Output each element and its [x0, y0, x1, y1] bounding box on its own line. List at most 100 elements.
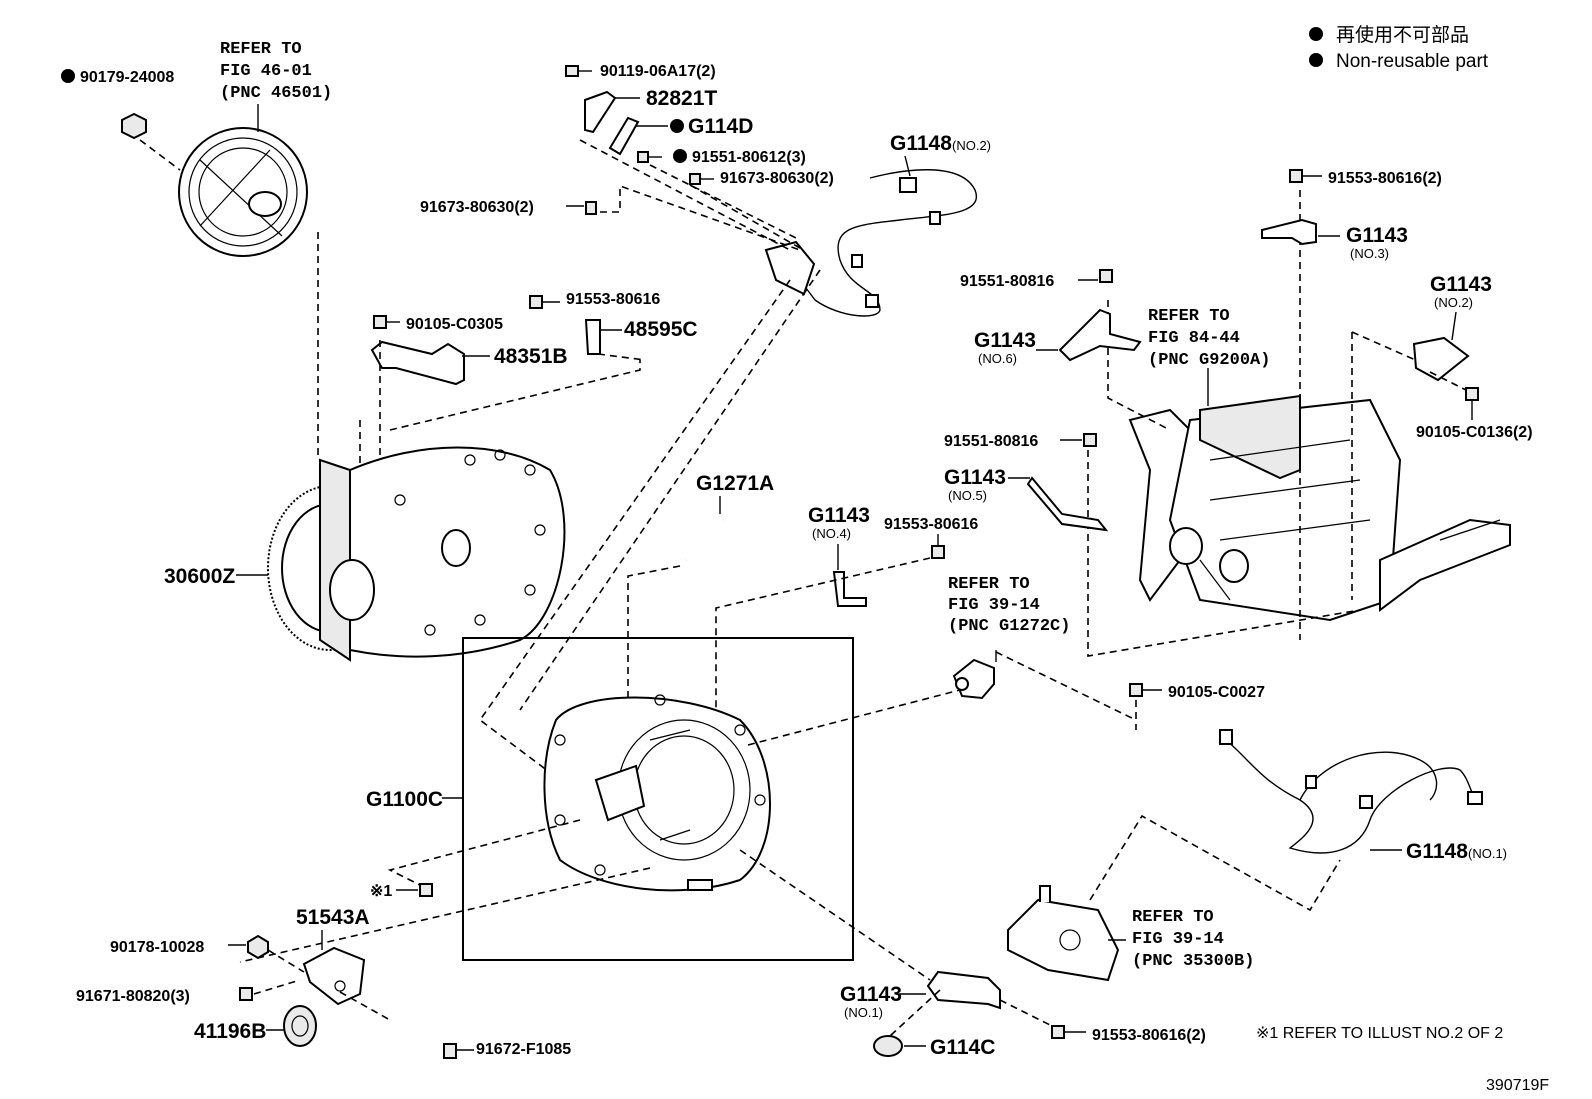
callout-g1143-no4: G1143	[808, 504, 870, 527]
pulley-part[interactable]	[178, 127, 308, 257]
callout-g1148-no1-sub: (NO.1)	[1468, 846, 1507, 861]
ref-pulley-line1: REFER TO	[220, 40, 302, 59]
legend-jp: 再使用不可部品	[1336, 24, 1469, 46]
callout-41196b: 41196B	[194, 1020, 266, 1043]
legend: 再使用不可部品 Non-reusable part	[1309, 24, 1489, 72]
callout-48351b: 48351B	[494, 345, 568, 368]
bolt-90105-c0136-icon[interactable]	[1465, 387, 1479, 401]
ref-35300b-line1: REFER TO	[1132, 908, 1214, 927]
callout-91553-80616-b: 91553-80616	[884, 516, 978, 533]
non-reusable-dot-icon	[670, 119, 684, 133]
nut-90178-icon[interactable]	[247, 934, 269, 960]
callout-g1148-no2-sub: (NO.2)	[952, 138, 991, 153]
bracket-g1143-no1-part[interactable]	[926, 970, 1001, 1010]
callout-90105-c0305: 90105-C0305	[406, 316, 503, 333]
callout-mark1: ※1	[370, 883, 392, 900]
callout-91671-80820: 91671-80820(3)	[76, 988, 190, 1005]
callout-g1143-no4-sub: (NO.4)	[812, 526, 851, 541]
non-reusable-dot-icon	[673, 149, 687, 163]
grommet-g114c-part[interactable]	[873, 1035, 903, 1057]
bolt-91551-80816-a-icon[interactable]	[1099, 269, 1113, 283]
callout-91673-80630-b: 91673-80630(2)	[720, 170, 834, 187]
callout-g1143-no6-sub: (NO.6)	[978, 351, 1017, 366]
wire-harness-g1148-no2-part[interactable]	[764, 169, 978, 317]
callout-48595c: 48595C	[624, 318, 698, 341]
legend-en: Non-reusable part	[1336, 51, 1489, 72]
bracket-48595c-part[interactable]	[584, 319, 601, 355]
callout-90178-10028: 90178-10028	[110, 939, 204, 956]
bracket-48351b-part[interactable]	[370, 340, 465, 386]
callout-g1143-no2: G1143	[1430, 273, 1492, 296]
figure-id: 390719F	[1486, 1077, 1549, 1094]
actuator-35300b-part[interactable]	[1007, 885, 1120, 982]
ref-g1272c-line3: (PNC G1272C)	[948, 617, 1070, 636]
callout-91673-80630-a: 91673-80630(2)	[420, 199, 534, 216]
bracket-g1143-no6-part[interactable]	[1058, 308, 1142, 362]
callout-90105-c0027: 90105-C0027	[1168, 684, 1265, 701]
ref-g9200a-line3: (PNC G9200A)	[1148, 351, 1270, 370]
bolt-91553-d-icon[interactable]	[1051, 1025, 1086, 1039]
callout-g1148-no1: G1148	[1406, 840, 1468, 863]
nut-90179-icon[interactable]	[121, 112, 147, 140]
bracket-g1143-no2-part[interactable]	[1412, 336, 1470, 382]
bolt-90105-c0027-icon[interactable]	[1129, 683, 1162, 697]
callout-30600z: 30600Z	[164, 565, 235, 588]
callout-90105-c0136: 90105-C0136(2)	[1416, 424, 1533, 441]
callout-51543a: 51543A	[296, 906, 370, 929]
ref-g1272c-line2: FIG 39-14	[948, 596, 1040, 615]
bolt-91673-b-icon[interactable]	[689, 173, 714, 185]
ref-g9200a-line1: REFER TO	[1148, 307, 1230, 326]
bushing-41196b-part[interactable]	[283, 1005, 317, 1047]
bolt-91672-part[interactable]	[388, 1017, 457, 1059]
clamp-82821t-part[interactable]	[584, 90, 617, 134]
ref-35300b-line3: (PNC 35300B)	[1132, 952, 1254, 971]
callout-g1100c: G1100C	[366, 788, 443, 811]
callout-90119-06a17: 90119-06A17(2)	[600, 63, 716, 80]
bolt-91551-80612-icon[interactable]	[637, 151, 662, 163]
callout-g1143-no1-sub: (NO.1)	[844, 1005, 883, 1020]
callout-91551-80816-a: 91551-80816	[960, 273, 1054, 290]
ref-g1272c-line1: REFER TO	[948, 575, 1030, 594]
callout-g1143-no1: G1143	[840, 983, 902, 1006]
bolt-90119-icon[interactable]	[565, 65, 592, 77]
transaxle-housing-30600z-part[interactable]	[267, 446, 566, 662]
bolt-91551-80816-b-icon[interactable]	[1083, 433, 1097, 447]
callout-91553-80616-a: 91553-80616	[566, 291, 660, 308]
inverter-assembly-part[interactable]	[1128, 394, 1511, 622]
bolt-91553-a-icon[interactable]	[529, 295, 560, 309]
sensor-g1272c-part[interactable]	[952, 658, 995, 700]
bracket-g1143-no3-part[interactable]	[1261, 218, 1317, 246]
non-reusable-dot-icon	[61, 69, 75, 83]
callout-g114d: G114D	[688, 115, 753, 138]
bracket-g1143-no5-part[interactable]	[1026, 476, 1109, 532]
bolt-mark1-icon[interactable]	[419, 883, 433, 897]
non-reusable-dot-icon	[1309, 27, 1323, 41]
ref-g9200a-line2: FIG 84-44	[1148, 329, 1240, 348]
bolt-90105-c0305-icon[interactable]	[373, 315, 400, 329]
bracket-g1143-no4-part[interactable]	[832, 571, 867, 607]
callout-91551-80816-b: 91551-80816	[944, 433, 1038, 450]
callout-g1143-no5-sub: (NO.5)	[948, 488, 987, 503]
transaxle-g1100c-part[interactable]	[543, 694, 771, 892]
callout-82821t: 82821T	[646, 87, 717, 110]
bolt-91553-b-icon[interactable]	[931, 545, 945, 559]
bolt-91671-icon[interactable]	[239, 987, 253, 1001]
ref-35300b-line2: FIG 39-14	[1132, 930, 1224, 949]
gasket-g114d-part[interactable]	[608, 116, 640, 156]
callout-g1143-no6: G1143	[974, 329, 1036, 352]
callout-g1148-no2: G1148	[890, 132, 952, 155]
callout-91553-80616-d: 91553-80616(2)	[1092, 1027, 1206, 1044]
callout-g1143-no3: G1143	[1346, 224, 1408, 247]
callout-91551-80612: 91551-80612(3)	[692, 149, 806, 166]
non-reusable-dot-icon	[1309, 53, 1323, 67]
bolt-91553-c-icon[interactable]	[1289, 169, 1322, 183]
footnote: ※1 REFER TO ILLUST NO.2 OF 2	[1256, 1025, 1503, 1042]
callout-g1143-no3-sub: (NO.3)	[1350, 246, 1389, 261]
hose-g1271a-part[interactable]	[684, 519, 726, 562]
callout-g1143-no5: G1143	[944, 466, 1006, 489]
bolt-91673-a-icon[interactable]	[585, 201, 597, 215]
wire-harness-g1148-no1-part[interactable]	[1219, 729, 1483, 854]
mount-51543a-part[interactable]	[302, 946, 366, 1006]
